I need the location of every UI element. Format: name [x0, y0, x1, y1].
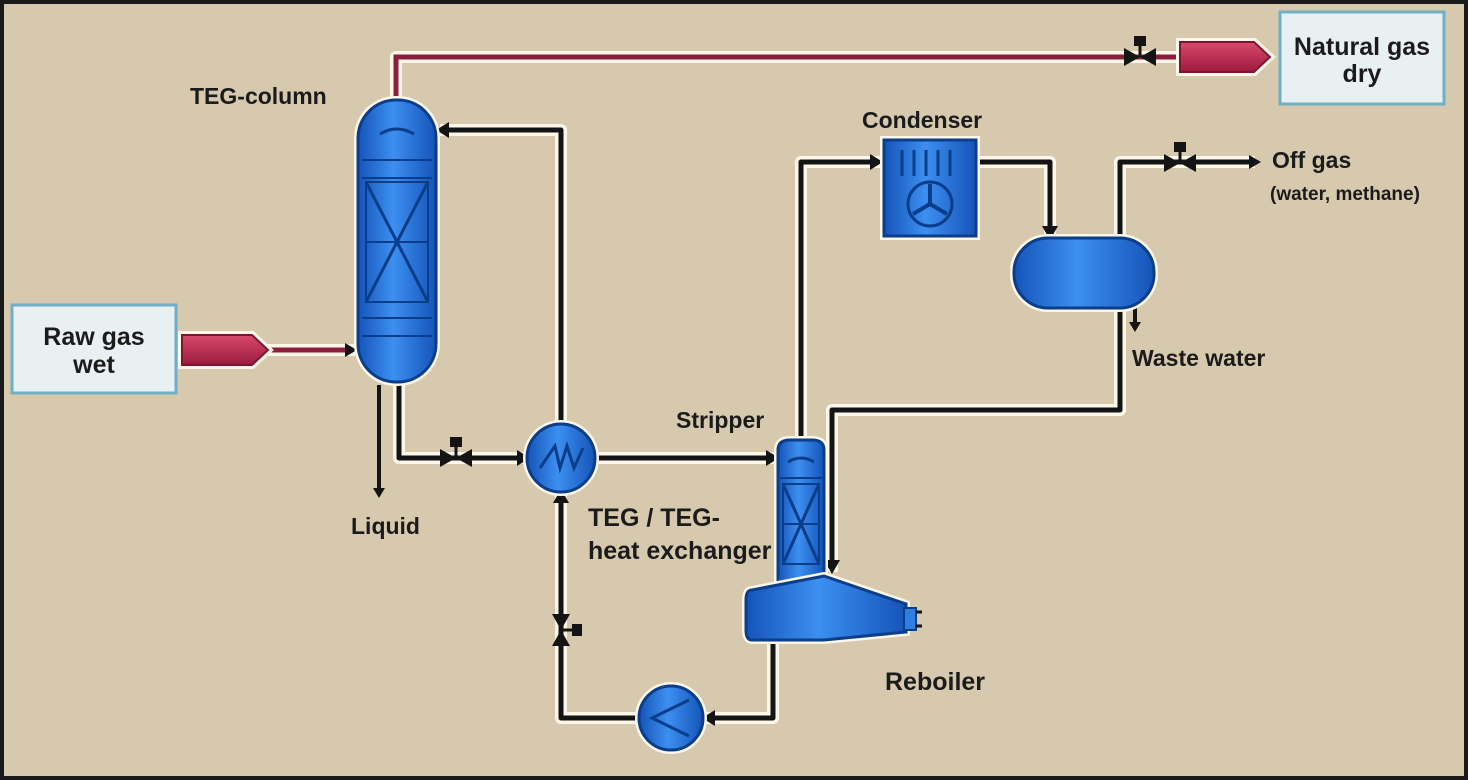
valve-rich-teg — [440, 437, 472, 467]
off-gas-label-line1: Off gas — [1272, 147, 1351, 173]
natural-gas-label-line1: Natural gas — [1294, 33, 1430, 61]
raw-gas-box: Raw gas wet — [10, 303, 178, 395]
stripper-overhead-line — [798, 159, 872, 445]
waste-water-label: Waste water — [1132, 345, 1265, 371]
raw-gas-stream-tag — [178, 331, 274, 369]
pump-to-hx-line — [558, 500, 640, 721]
reflux-line — [829, 305, 1123, 562]
valve-dry-gas — [1124, 36, 1156, 66]
heat-exchanger-label-line2: heat exchanger — [588, 537, 772, 565]
condenser-to-separator-line — [975, 159, 1053, 228]
reboiler — [742, 571, 922, 644]
reboiler-label: Reboiler — [885, 668, 985, 696]
rich-teg-line — [396, 380, 520, 461]
heat-exchanger — [523, 420, 599, 496]
stripper-label: Stripper — [676, 407, 764, 433]
raw-gas-label-line1: Raw gas — [43, 323, 144, 351]
dry-gas-line — [393, 54, 1180, 105]
off-gas-label-line2: (water, methane) — [1270, 184, 1420, 205]
liquid-label: Liquid — [351, 513, 420, 539]
valve-off-gas — [1164, 142, 1196, 172]
stripper — [774, 436, 828, 594]
raw-gas-label-line2: wet — [72, 351, 115, 379]
pump — [635, 682, 707, 754]
teg-column-label: TEG-column — [190, 83, 327, 109]
separator — [1010, 234, 1158, 312]
pipes — [265, 54, 1261, 726]
natural-gas-box: Natural gas dry — [1278, 10, 1446, 106]
lean-teg-return-line — [447, 127, 564, 436]
heat-exchanger-label-line1: TEG / TEG- — [588, 504, 720, 532]
condenser-label: Condenser — [862, 107, 982, 133]
natural-gas-label-line2: dry — [1343, 60, 1382, 88]
dry-gas-stream-tag — [1176, 38, 1276, 76]
condenser — [880, 136, 980, 240]
teg-column — [354, 96, 440, 386]
valve-lean-teg — [552, 614, 582, 646]
reboiler-to-pump-line — [713, 640, 776, 721]
off-gas-line — [1117, 159, 1250, 240]
